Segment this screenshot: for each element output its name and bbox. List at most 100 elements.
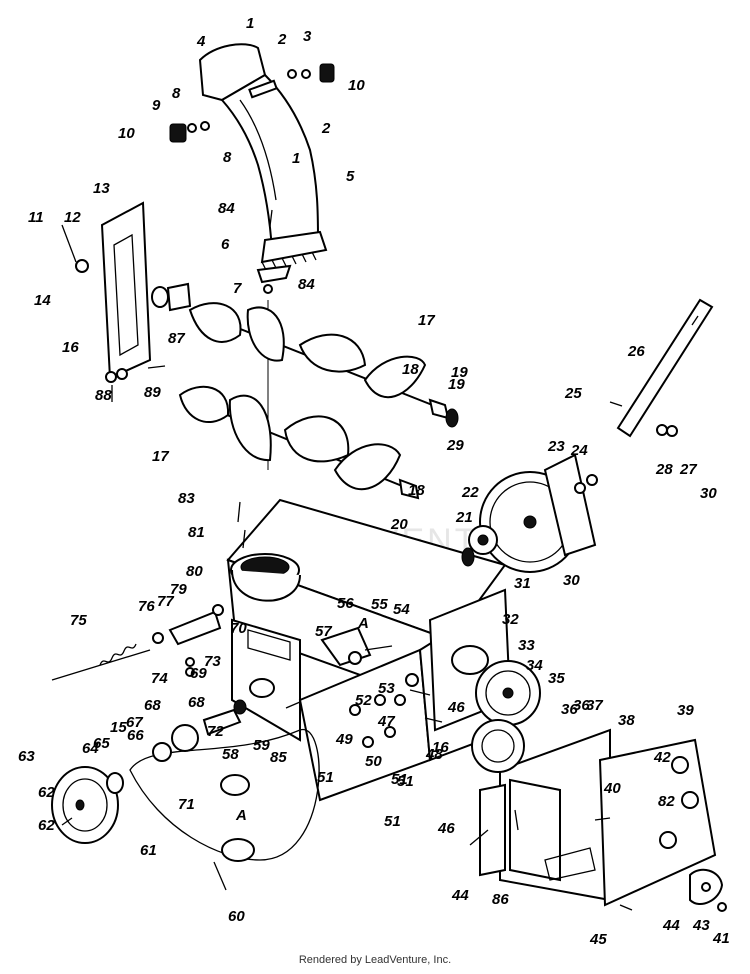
callout-6: 6 <box>221 236 230 253</box>
callout-2: 2 <box>321 120 331 137</box>
auger-upper <box>188 302 459 428</box>
callout-56: 56 <box>337 595 354 612</box>
left-side-plate <box>61 201 192 402</box>
callout-52: 52 <box>355 692 372 709</box>
callout-16: 16 <box>62 339 79 356</box>
callout-28: 28 <box>655 461 673 478</box>
callout-43: 43 <box>692 917 710 934</box>
callout-27: 27 <box>679 461 697 478</box>
callout-23: 23 <box>547 438 565 455</box>
callout-31: 31 <box>514 575 531 592</box>
callout-58: 58 <box>222 746 239 763</box>
pulley-large-right <box>479 453 597 573</box>
callout-40: 40 <box>603 780 621 797</box>
callout-10: 10 <box>348 77 365 94</box>
callout-87: 87 <box>168 330 185 347</box>
bolts <box>61 209 633 911</box>
callout-77: 77 <box>157 593 174 610</box>
callout-5: 5 <box>346 168 355 185</box>
callout-30: 30 <box>563 572 580 589</box>
idler-assembly <box>152 626 393 762</box>
callout-70: 70 <box>230 620 247 637</box>
callout-22: 22 <box>461 484 479 501</box>
callout-84: 84 <box>218 200 235 217</box>
callout-53: 53 <box>378 680 395 697</box>
callout-69: 69 <box>190 665 207 682</box>
callout-64: 64 <box>82 740 99 757</box>
drive-frame <box>479 728 727 912</box>
callout-50: 50 <box>365 753 382 770</box>
callout-51: 51 <box>391 771 408 788</box>
callout-73: 73 <box>204 653 221 670</box>
callout-80: 80 <box>186 563 203 580</box>
frame-assembly <box>298 588 512 802</box>
pulley-engine <box>51 766 124 844</box>
callout-42: 42 <box>653 749 671 766</box>
drive-belt <box>129 729 320 861</box>
callout-82: 82 <box>658 793 675 810</box>
callout-44: 44 <box>451 887 469 904</box>
callout-88: 88 <box>95 387 112 404</box>
callout-34: 34 <box>526 657 543 674</box>
callout-55: 55 <box>371 596 388 613</box>
callout-19: 19 <box>451 364 468 381</box>
knob-right <box>319 63 335 83</box>
idler-pulley-upper <box>220 774 250 796</box>
callout-3: 3 <box>303 28 312 45</box>
callout-72: 72 <box>207 723 224 740</box>
callout-83: 83 <box>178 490 195 507</box>
callout-12: 12 <box>64 209 81 226</box>
callout-63: 63 <box>18 748 35 765</box>
callout-29: 29 <box>446 437 464 454</box>
callout-33: 33 <box>518 637 535 654</box>
control-rod <box>51 604 224 681</box>
callout-68: 68 <box>188 694 205 711</box>
section-mark-a-upper: A <box>357 615 369 632</box>
callout-62: 62 <box>38 817 55 834</box>
callout-36: 36 <box>561 701 578 718</box>
callout-79: 79 <box>170 581 187 598</box>
callout-8: 8 <box>223 149 232 166</box>
callout-85: 85 <box>270 749 287 766</box>
callout-1: 1 <box>246 15 254 32</box>
callout-24: 24 <box>570 442 588 459</box>
callout-4: 4 <box>196 33 206 50</box>
section-mark-a-lower: A <box>235 807 247 824</box>
callout-66: 66 <box>127 727 144 744</box>
callout-36: 36 <box>573 697 590 714</box>
callout-25: 25 <box>564 385 582 402</box>
callout-13: 13 <box>93 180 110 197</box>
callout-18: 18 <box>402 361 419 378</box>
callout-17: 17 <box>152 448 169 465</box>
callout-60: 60 <box>228 908 245 925</box>
callout-59: 59 <box>253 737 270 754</box>
pulleys-center <box>461 525 541 773</box>
callout-38: 38 <box>618 712 635 729</box>
auger-lower <box>178 385 420 500</box>
callout-74: 74 <box>151 670 168 687</box>
callout-84: 84 <box>298 276 315 293</box>
callout-19: 19 <box>448 376 465 393</box>
callout-39: 39 <box>677 702 694 719</box>
callout-44: 44 <box>662 917 680 934</box>
callout-41: 41 <box>712 930 730 947</box>
callout-10: 10 <box>118 125 135 142</box>
callout-26: 26 <box>627 343 645 360</box>
callout-54: 54 <box>393 601 410 618</box>
callout-30: 30 <box>700 485 717 502</box>
callout-61: 61 <box>140 842 157 859</box>
callout-9: 9 <box>152 97 161 114</box>
callout-7: 7 <box>233 280 242 297</box>
callout-21: 21 <box>455 509 473 526</box>
callout-35: 35 <box>548 670 565 687</box>
callout-2: 2 <box>277 31 287 48</box>
callout-46: 46 <box>447 699 465 716</box>
callout-14: 14 <box>34 292 51 309</box>
callout-51: 51 <box>397 773 414 790</box>
callout-15: 15 <box>110 719 127 736</box>
callout-65: 65 <box>93 735 110 752</box>
callout-51: 51 <box>384 813 401 830</box>
callout-20: 20 <box>390 516 408 533</box>
callout-76: 76 <box>138 598 155 615</box>
